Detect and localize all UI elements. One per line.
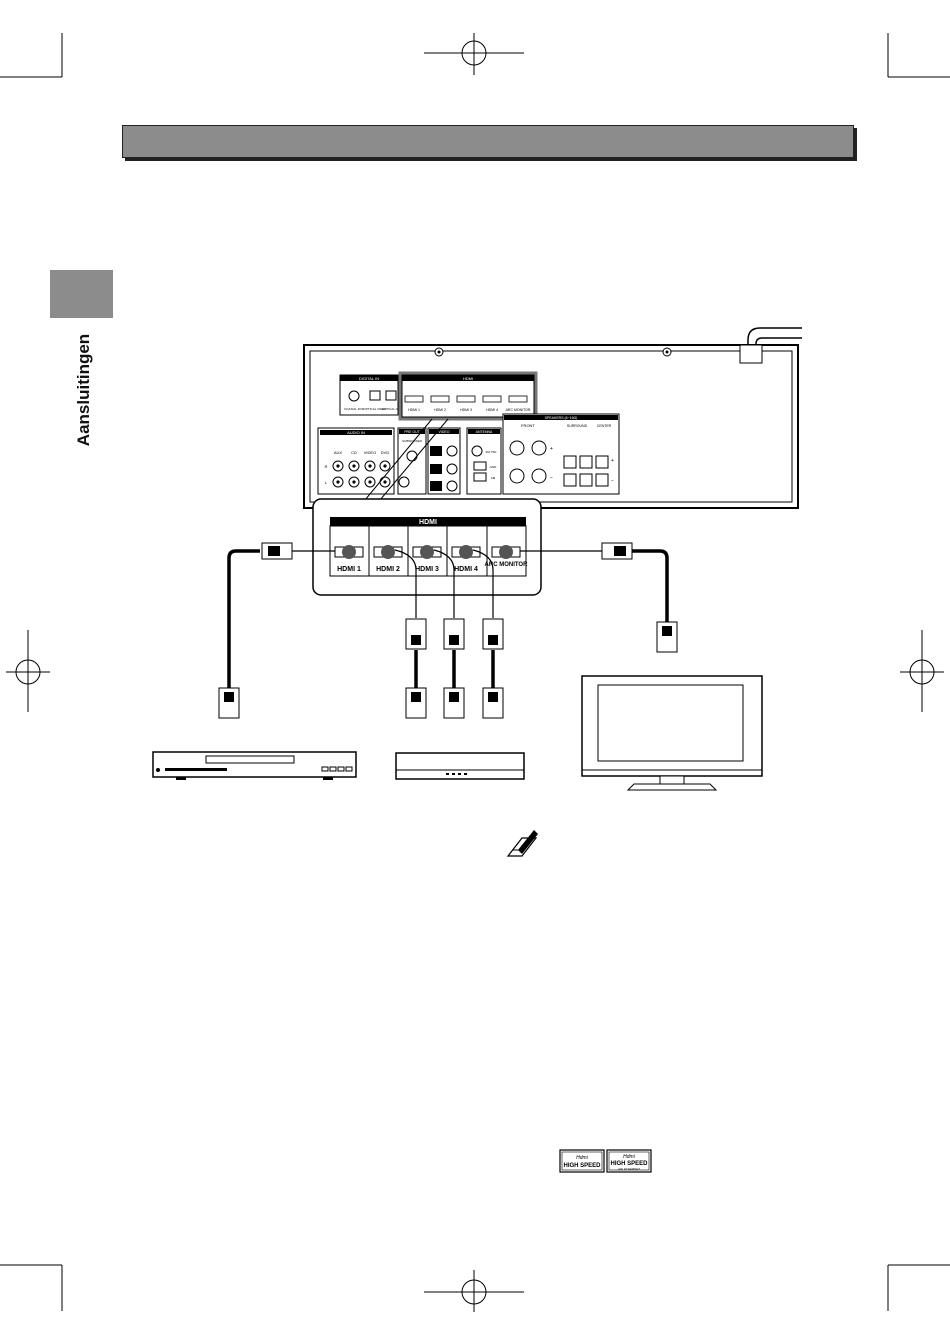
hdmi-callout: HDMI HDMI 1 HDMI 2 HDMI 3 HDMI 4 ARC MON…	[312, 498, 542, 596]
hdmi-high-speed-logo: Hdmi HIGH SPEED	[559, 1149, 605, 1173]
speaker-terminals	[509, 440, 609, 487]
ethernet-text: with ETHERNET	[618, 1167, 641, 1171]
hdmi-port-label: ARC MONITOR	[485, 562, 529, 568]
speakers-label: SPEAKERS (6~16Ω)	[545, 416, 578, 420]
side-tab-marker	[50, 270, 113, 318]
hdmi-port-label: HDMI 2	[376, 566, 400, 573]
set-top-box	[395, 752, 525, 780]
subwoofer-label: SUBWOOFER	[402, 439, 423, 443]
front-label: FRONT	[521, 423, 535, 428]
zoom-line	[379, 418, 449, 501]
zoom-line	[364, 418, 433, 501]
digital-in-port-label: OPTICAL CD	[382, 407, 401, 411]
digital-in-port-label: OPTICAL VIDEO	[364, 407, 388, 411]
polarity-label: −	[550, 475, 553, 481]
audio-in-port-label: AUX	[334, 450, 343, 455]
callout-hdmi-label: HDMI	[419, 519, 437, 526]
polarity-label: +	[611, 458, 614, 464]
blu-ray-player	[152, 751, 357, 780]
section-title-bar	[122, 125, 854, 158]
pre-out-label: PRE OUT	[404, 430, 420, 434]
hdmi-mini-label: HDMI 4	[486, 408, 498, 412]
audio-in-port-label: DVD	[381, 450, 390, 455]
port-markers	[342, 545, 513, 559]
hdmi-port-label: HDMI 4	[454, 566, 478, 573]
polarity-label: +	[550, 446, 553, 452]
center-label: CENTER	[597, 424, 612, 428]
antenna-port-label: GND	[490, 465, 498, 469]
television	[581, 675, 763, 791]
hdmi-logo-text: Hdmi	[576, 1155, 589, 1161]
crop-marks	[0, 33, 950, 1312]
antenna-label: ANTENNA	[476, 430, 493, 434]
digital-in-port-label: COAXIAL DVD	[344, 407, 365, 411]
hdmi-logo-text: Hdmi	[623, 1154, 636, 1160]
audio-in-port-label: CD	[351, 450, 357, 455]
hdmi-port-label: HDMI 1	[337, 566, 361, 573]
channel-label: R	[325, 464, 328, 469]
hdmi-mini-label: HDMI 3	[460, 408, 472, 412]
hdmi-mini-label: HDMI 1	[408, 408, 420, 412]
hdmi-mini-label: ARC MONITOR	[506, 408, 531, 412]
antenna-port-label: FM 75Ω	[486, 450, 498, 454]
hdmi-plug-icon	[261, 542, 633, 560]
digital-in-label: DIGITAL IN	[359, 376, 379, 381]
high-speed-text: HIGH SPEED	[610, 1161, 648, 1167]
hdmi-mini-label: HDMI 2	[434, 408, 446, 412]
video-label: VIDEO	[439, 430, 450, 434]
hdmi-panel-label: HDMI	[463, 376, 473, 381]
high-speed-text: HIGH SPEED	[563, 1163, 601, 1169]
audio-in-port-label: VIDEO	[364, 450, 376, 455]
hdmi-port-label: HDMI 3	[415, 566, 439, 573]
channel-label: L	[325, 480, 328, 485]
polarity-label: −	[611, 478, 614, 484]
hdmi-cables	[227, 549, 669, 688]
antenna-port-label: AM	[491, 476, 496, 480]
note-pencil-icon	[506, 830, 538, 857]
surround-label: SURROUND	[567, 424, 588, 428]
hdmi-high-speed-ethernet-logo: Hdmi HIGH SPEED with ETHERNET	[606, 1149, 652, 1173]
audio-in-label: AUDIO IN	[347, 430, 365, 435]
hdmi-mini-ports	[404, 395, 528, 403]
receiver-rear-panel: DIGITAL IN COAXIAL DVD OPTICAL VIDEO OPT…	[303, 327, 802, 509]
